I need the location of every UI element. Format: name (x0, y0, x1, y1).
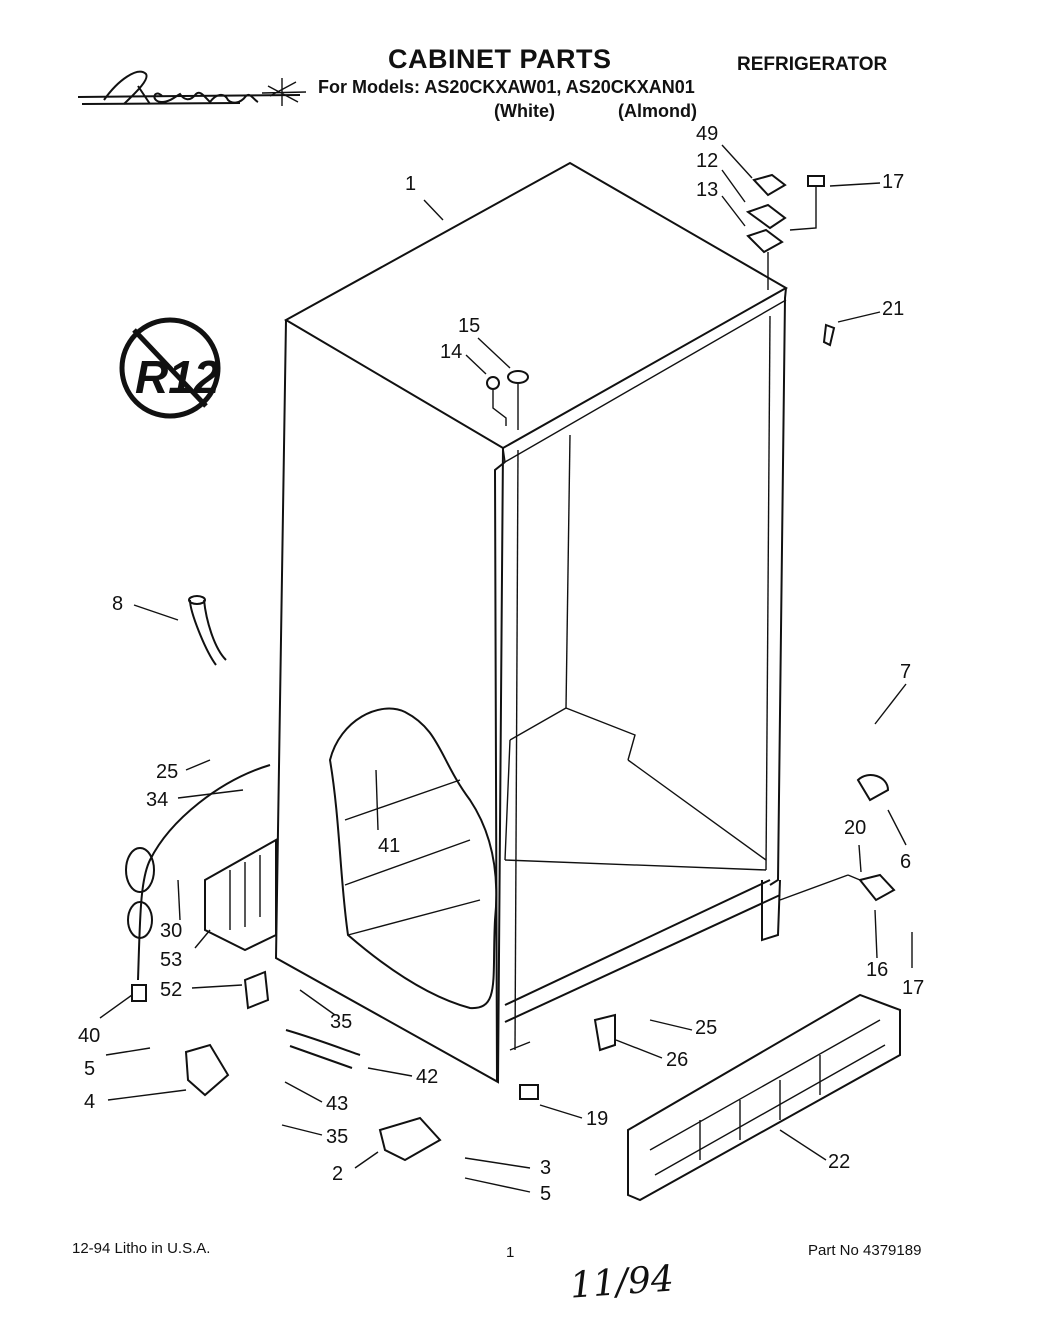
callout-2: 2 (332, 1163, 343, 1185)
callout-12: 12 (696, 150, 718, 172)
cabinet-shell (274, 161, 861, 1084)
appliance-label: REFRIGERATOR (737, 54, 888, 75)
callout-20: 20 (844, 817, 866, 839)
callout-13: 13 (696, 179, 718, 201)
callout-6: 6 (900, 851, 911, 873)
callout-labels: 1 49 12 13 17 21 15 14 8 7 6 20 16 17 25… (78, 123, 924, 1205)
callout-40: 40 (78, 1025, 100, 1047)
hinge-parts (745, 173, 836, 347)
callout-25-right: 25 (695, 1017, 717, 1039)
drain-tube (188, 595, 227, 666)
callout-34: 34 (146, 789, 168, 811)
callout-1: 1 (405, 173, 416, 195)
callout-21: 21 (882, 298, 904, 320)
callout-7: 7 (900, 661, 911, 683)
callout-41: 41 (378, 835, 400, 857)
callout-42: 42 (416, 1066, 438, 1088)
color-almond-label: (Almond) (618, 101, 697, 121)
r12-badge: R12 (119, 317, 221, 419)
callout-35-upper: 35 (330, 1011, 352, 1033)
handwritten-date: 11/94 (568, 1258, 676, 1307)
color-white-label: (White) (494, 101, 555, 121)
callout-35-lower: 35 (326, 1126, 348, 1148)
callout-5-left: 5 (84, 1058, 95, 1080)
callout-30: 30 (160, 920, 182, 942)
callout-26: 26 (666, 1049, 688, 1071)
callout-8: 8 (112, 593, 123, 615)
callout-49: 49 (696, 123, 718, 145)
brand-logo (77, 70, 307, 106)
control-box (204, 838, 277, 952)
power-cord (125, 764, 271, 1002)
callout-17-bottom: 17 (902, 977, 924, 999)
top-grommets (486, 370, 529, 430)
print-info: 12-94 Litho in U.S.A. (72, 1240, 211, 1257)
callout-43: 43 (326, 1093, 348, 1115)
callout-17-top: 17 (882, 171, 904, 193)
models-label: For Models: AS20CKXAW01, AS20CKXAN01 (318, 77, 695, 97)
callout-19: 19 (586, 1108, 608, 1130)
callout-4: 4 (84, 1091, 95, 1113)
page-mark: 1 (506, 1244, 515, 1261)
part-number: Part No 4379189 (808, 1242, 922, 1259)
callout-3: 3 (540, 1157, 551, 1179)
callout-16: 16 (866, 959, 888, 981)
misc-brackets (184, 774, 896, 1162)
callout-53: 53 (160, 949, 182, 971)
callout-22: 22 (828, 1151, 850, 1173)
toe-grille (627, 993, 901, 1202)
callout-15: 15 (458, 315, 480, 337)
leader-lines (99, 144, 913, 1193)
callout-25-left: 25 (156, 761, 178, 783)
callout-14: 14 (440, 341, 462, 363)
page-title: CABINET PARTS (388, 44, 612, 74)
callout-5-bottom: 5 (540, 1183, 551, 1205)
callout-52: 52 (160, 979, 182, 1001)
